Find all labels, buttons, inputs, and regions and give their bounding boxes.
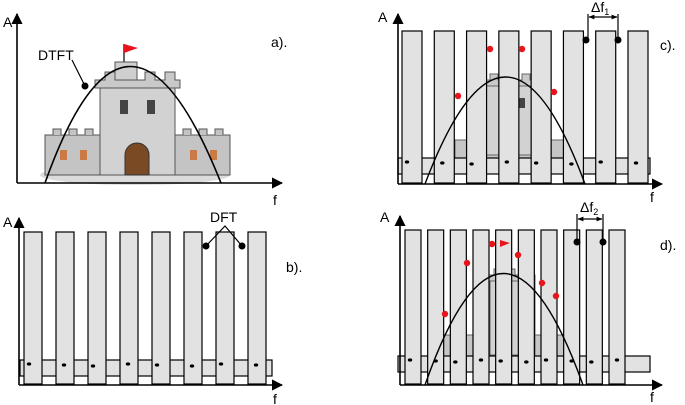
dft-bar (530, 30, 552, 184)
sample-dot (486, 45, 494, 53)
aliased-dot (498, 359, 503, 363)
dft-bar (540, 229, 558, 385)
dtft-curve (424, 272, 584, 386)
sample-dot (552, 292, 560, 300)
sample-dots (454, 45, 558, 100)
dft-bar (498, 30, 520, 184)
panel-d: A f Δf2 d). (380, 199, 676, 405)
flag-icon (500, 240, 510, 247)
dft-bar (119, 231, 139, 385)
x-axis-label: f (273, 391, 277, 405)
spacing-label: Δf2 (580, 199, 598, 217)
dft-bar (151, 231, 171, 385)
aliased-dot (524, 360, 529, 364)
aliased-dot (533, 161, 539, 165)
curve-label: DTFT (38, 47, 74, 63)
aliased-dot (125, 362, 131, 366)
dft-bar (247, 231, 267, 385)
aliased-dot (598, 160, 603, 164)
aliased-dot (404, 160, 410, 164)
panel-b: A f DFT b). (3, 209, 302, 405)
x-axis-label: f (650, 189, 654, 205)
aliased-dot (61, 363, 67, 367)
aliased-dot (253, 363, 259, 367)
panel-a: A f DTFT a). (3, 12, 287, 208)
x-axis-label: f (650, 389, 654, 405)
dft-bar (449, 229, 467, 385)
dft-bar (585, 229, 603, 385)
dtft-curve (44, 65, 222, 184)
bar-label: DFT (210, 209, 238, 225)
sample-dots (441, 240, 560, 318)
dft-bars (23, 231, 267, 385)
panel-tag: d). (660, 237, 676, 253)
x-axis-label: f (273, 192, 277, 208)
sample-dot (441, 310, 449, 318)
dft-bar (608, 229, 626, 385)
y-axis-label: A (3, 14, 13, 30)
dft-bar (23, 231, 43, 385)
dft-bar (401, 30, 423, 184)
panel-tag: a). (271, 34, 287, 50)
aliased-dot (453, 360, 458, 364)
aliased-dot (218, 362, 224, 366)
sample-dot (518, 45, 526, 53)
aliased-dot (543, 358, 549, 362)
dft-bar (215, 231, 235, 385)
aliased-dots (407, 358, 620, 364)
y-axis-label: A (3, 214, 13, 230)
aliased-dot (569, 162, 574, 166)
aliased-dot (633, 161, 639, 165)
aliased-dot (469, 162, 474, 166)
sample-dot (454, 92, 462, 100)
dft-bar (472, 229, 490, 385)
sample-dot (488, 240, 496, 248)
aliased-dots (404, 160, 639, 166)
aliased-dot (504, 160, 510, 164)
sample-dot (538, 279, 546, 287)
aliased-dot (440, 161, 445, 165)
aliased-dot (478, 358, 484, 362)
panel-tag: c). (660, 37, 676, 53)
dft-bar (87, 231, 107, 385)
dtft-curve (424, 76, 586, 185)
dft-bars (404, 229, 626, 385)
aliased-dot (154, 363, 160, 367)
sample-dot (550, 88, 558, 96)
dft-bar (433, 30, 455, 184)
spacing-label: Δf1 (591, 0, 609, 17)
aliased-dot (407, 358, 413, 362)
sample-dot (514, 251, 522, 259)
y-axis-label: A (378, 9, 388, 25)
dft-bar (465, 30, 488, 184)
y-axis-label: A (380, 209, 390, 225)
aliased-dot (614, 358, 620, 362)
sample-dot (463, 259, 471, 267)
aliased-dot (569, 359, 574, 363)
dft-bar (495, 229, 513, 385)
baseline-strip (19, 359, 273, 377)
panel-c: A f Δf1 c). (378, 0, 676, 205)
dft-bar (562, 30, 585, 184)
aliased-dot (189, 364, 195, 368)
aliased-dots (26, 362, 259, 368)
panel-tag: b). (286, 259, 302, 275)
dft-bar (595, 30, 617, 184)
dft-bar (517, 229, 535, 385)
aliased-dot (26, 362, 32, 366)
dft-bar (404, 229, 422, 385)
aliased-dot (589, 360, 594, 364)
flag-icon (124, 44, 138, 53)
aliased-dot (90, 364, 96, 368)
dft-bar (55, 231, 75, 385)
castle-icon (40, 44, 231, 185)
dft-bar (183, 231, 203, 385)
dft-bar (627, 30, 649, 184)
